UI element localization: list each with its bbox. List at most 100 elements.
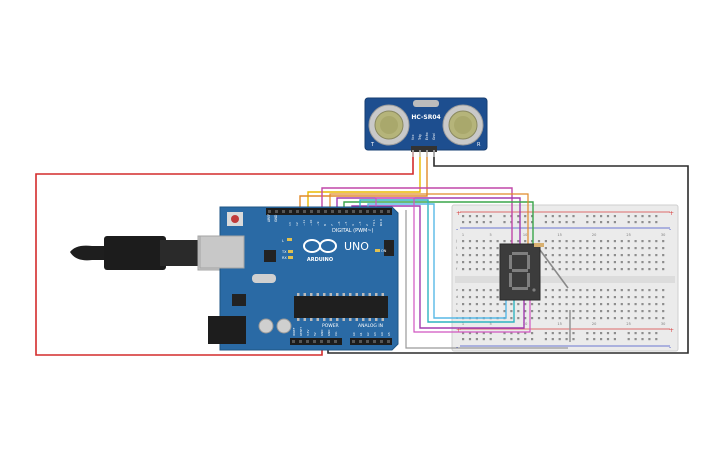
terminal-hole[interactable] xyxy=(600,296,603,299)
rail-hole[interactable] xyxy=(627,215,630,218)
terminal-hole[interactable] xyxy=(620,268,623,271)
resistor-lead[interactable] xyxy=(539,249,569,289)
rail-hole[interactable] xyxy=(641,332,644,335)
terminal-hole[interactable] xyxy=(544,247,547,250)
rail-hole[interactable] xyxy=(503,215,506,218)
digital-pin[interactable] xyxy=(359,210,362,213)
terminal-hole[interactable] xyxy=(593,317,596,320)
terminal-hole[interactable] xyxy=(510,310,513,313)
digital-pin[interactable] xyxy=(289,210,292,213)
terminal-hole[interactable] xyxy=(558,247,561,250)
rail-hole[interactable] xyxy=(648,332,651,335)
terminal-hole[interactable] xyxy=(648,310,651,313)
terminal-hole[interactable] xyxy=(579,261,582,264)
rail-hole[interactable] xyxy=(606,215,610,218)
terminal-hole[interactable] xyxy=(565,240,568,243)
terminal-hole[interactable] xyxy=(648,247,651,250)
terminal-hole[interactable] xyxy=(620,247,623,250)
rail-hole[interactable] xyxy=(524,215,527,218)
terminal-hole[interactable] xyxy=(496,296,499,299)
terminal-hole[interactable] xyxy=(462,289,465,292)
rail-hole[interactable] xyxy=(517,221,520,224)
terminal-hole[interactable] xyxy=(613,289,616,292)
terminal-hole[interactable] xyxy=(558,261,561,264)
terminal-hole[interactable] xyxy=(655,254,658,257)
terminal-hole[interactable] xyxy=(558,310,561,313)
digital-pin[interactable] xyxy=(338,210,341,213)
terminal-hole[interactable] xyxy=(544,310,547,313)
digital-pin[interactable] xyxy=(303,210,306,213)
rail-hole[interactable] xyxy=(627,338,630,341)
rail-hole[interactable] xyxy=(641,338,644,341)
rail-hole[interactable] xyxy=(648,338,651,341)
terminal-hole[interactable] xyxy=(634,303,637,306)
rail-hole[interactable] xyxy=(531,221,534,224)
terminal-hole[interactable] xyxy=(579,268,582,271)
terminal-hole[interactable] xyxy=(517,317,520,320)
rail-hole[interactable] xyxy=(606,332,610,335)
terminal-hole[interactable] xyxy=(662,303,665,306)
rail-hole[interactable] xyxy=(600,338,603,341)
terminal-hole[interactable] xyxy=(620,254,623,257)
terminal-hole[interactable] xyxy=(482,261,485,264)
terminal-hole[interactable] xyxy=(641,296,644,299)
terminal-hole[interactable] xyxy=(634,317,637,320)
terminal-hole[interactable] xyxy=(648,254,651,257)
terminal-hole[interactable] xyxy=(634,268,637,271)
terminal-hole[interactable] xyxy=(648,296,651,299)
terminal-hole[interactable] xyxy=(634,261,637,264)
rail-hole[interactable] xyxy=(462,338,465,341)
terminal-hole[interactable] xyxy=(593,296,596,299)
terminal-hole[interactable] xyxy=(496,254,499,257)
terminal-hole[interactable] xyxy=(662,296,665,299)
seven-segment-display[interactable] xyxy=(499,243,544,301)
terminal-hole[interactable] xyxy=(641,317,644,320)
rail-hole[interactable] xyxy=(558,338,561,341)
digital-pin[interactable] xyxy=(380,210,383,213)
rail-hole[interactable] xyxy=(586,215,589,218)
rail-hole[interactable] xyxy=(600,215,603,218)
wire-trig[interactable] xyxy=(307,152,421,210)
terminal-hole[interactable] xyxy=(558,317,561,320)
analog-pin[interactable] xyxy=(359,340,362,343)
power-pin[interactable] xyxy=(306,340,309,343)
terminal-hole[interactable] xyxy=(489,261,492,264)
terminal-hole[interactable] xyxy=(648,261,651,264)
terminal-hole[interactable] xyxy=(620,310,623,313)
terminal-hole[interactable] xyxy=(496,240,499,243)
terminal-hole[interactable] xyxy=(627,268,630,271)
terminal-hole[interactable] xyxy=(606,303,610,306)
terminal-hole[interactable] xyxy=(517,240,520,243)
wire-echo[interactable] xyxy=(299,152,428,210)
terminal-hole[interactable] xyxy=(544,254,547,257)
terminal-hole[interactable] xyxy=(489,310,492,313)
rail-hole[interactable] xyxy=(586,338,589,341)
terminal-hole[interactable] xyxy=(662,310,665,313)
rail-hole[interactable] xyxy=(489,221,492,224)
terminal-hole[interactable] xyxy=(572,317,575,320)
rail-hole[interactable] xyxy=(613,215,616,218)
terminal-hole[interactable] xyxy=(579,240,582,243)
rail-hole[interactable] xyxy=(468,332,472,335)
terminal-hole[interactable] xyxy=(551,240,554,243)
rail-hole[interactable] xyxy=(586,221,589,224)
rail-hole[interactable] xyxy=(544,332,547,335)
terminal-hole[interactable] xyxy=(586,303,589,306)
terminal-hole[interactable] xyxy=(482,296,485,299)
power-pin[interactable] xyxy=(313,340,316,343)
terminal-hole[interactable] xyxy=(579,254,582,257)
terminal-hole[interactable] xyxy=(475,268,478,271)
wire-black-gnd[interactable] xyxy=(327,152,689,354)
terminal-hole[interactable] xyxy=(579,303,582,306)
terminal-hole[interactable] xyxy=(503,310,506,313)
terminal-hole[interactable] xyxy=(468,261,472,264)
terminal-hole[interactable] xyxy=(586,261,589,264)
rail-hole[interactable] xyxy=(613,338,616,341)
digital-pin[interactable] xyxy=(324,210,327,213)
terminal-hole[interactable] xyxy=(620,303,623,306)
rail-hole[interactable] xyxy=(482,221,485,224)
terminal-hole[interactable] xyxy=(579,317,582,320)
terminal-hole[interactable] xyxy=(648,317,651,320)
rail-hole[interactable] xyxy=(489,215,492,218)
terminal-hole[interactable] xyxy=(544,296,547,299)
